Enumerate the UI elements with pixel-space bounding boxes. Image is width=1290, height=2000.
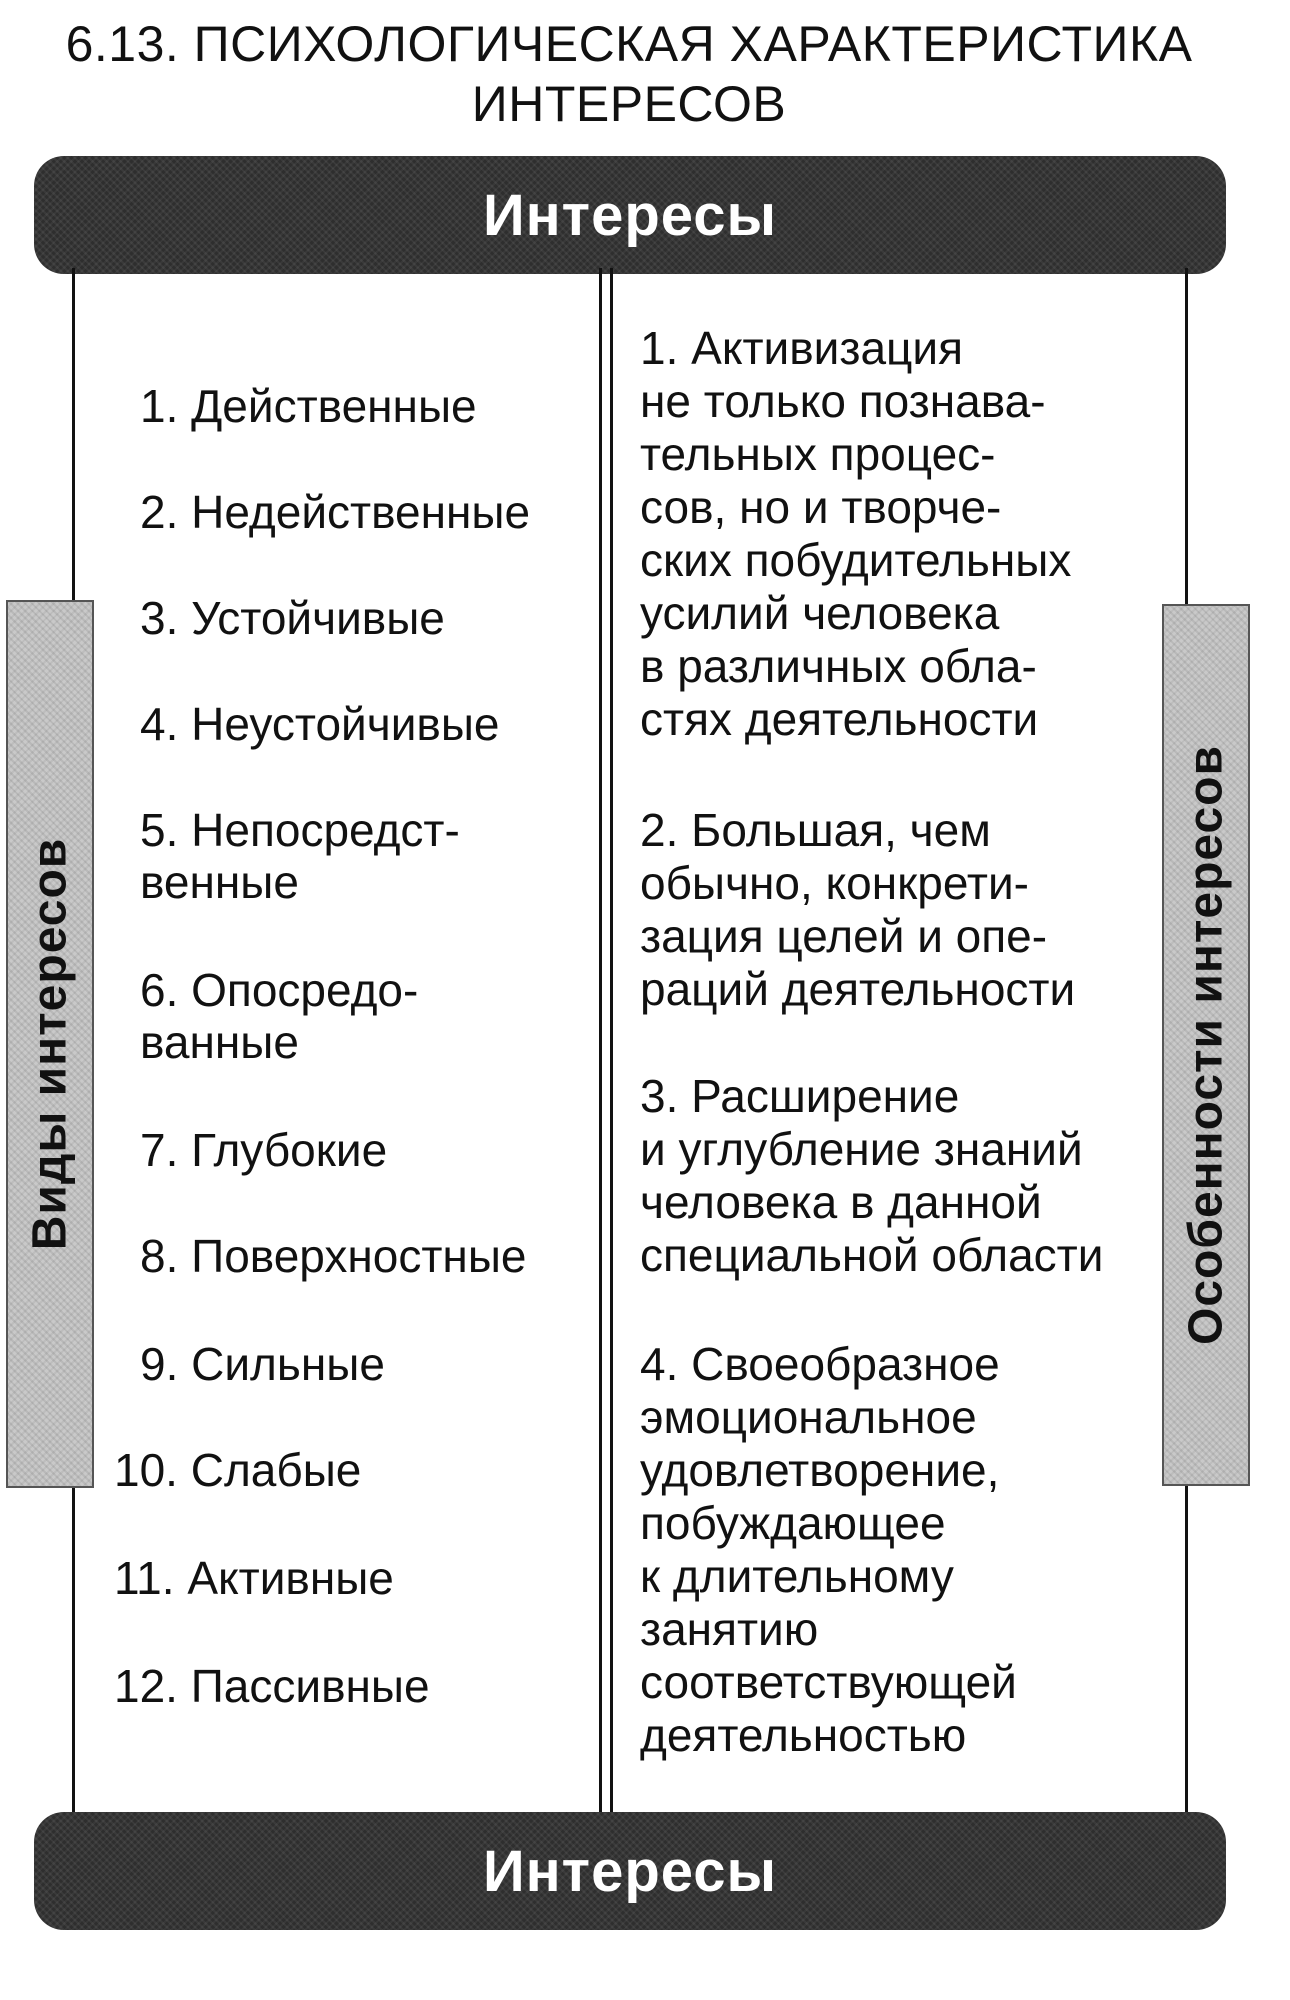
type-item-line: 6. Опосредо- [140,964,419,1016]
feature-item-line: соответствующей [640,1656,1017,1708]
type-item: 7. Глубокие [140,1124,387,1176]
interests-banner-bottom: Интересы [34,1812,1226,1930]
feature-item-line: 1. Активизация [640,322,963,374]
feature-item-line: 2. Большая, чем [640,804,991,856]
type-item-line: 3. Устойчивые [140,592,445,644]
feature-item-line: раций деятельности [640,963,1076,1015]
type-item: 4. Неустойчивые [140,698,500,750]
feature-item-line: занятию [640,1603,819,1655]
interest-features-label-box: Особенности интересов [1162,604,1250,1486]
banner-bottom-label: Интересы [482,1838,778,1904]
feature-item-line: не только познава- [640,375,1046,427]
feature-item: 4. Своеобразное эмоциональное удовлетвор… [640,1338,1017,1762]
type-item-line: 7. Глубокие [140,1124,388,1176]
feature-item-line: специальной области [640,1229,1104,1281]
page-title-line-1: 6.13. ПСИХОЛОГИЧЕСКАЯ ХАРАКТЕРИСТИКА [65,16,1193,72]
type-item: 9. Сильные [140,1338,385,1390]
interests-banner-top: Интересы [34,156,1226,274]
type-item: 2. Недейственные [140,486,530,538]
feature-item-line: человека в данной [640,1176,1042,1228]
page-title: 6.13. ПСИХОЛОГИЧЕСКАЯ ХАРАКТЕРИСТИКА ИНТ… [0,14,1258,134]
type-item-line: 8. Поверхностные [140,1230,527,1282]
type-item: 6. Опосредо- ванные [140,964,418,1068]
type-item-line: 5. Непосредст- [140,804,460,856]
type-item-line: 1. Действенные [140,380,477,432]
type-item: 11. Активные [114,1552,394,1604]
type-item-line: 9. Сильные [140,1338,385,1390]
column-divider-right-line [610,268,613,1816]
feature-item-line: 3. Расширение [640,1070,960,1122]
type-item: 5. Непосредст- венные [140,804,460,908]
feature-item-line: тельных процес- [640,428,996,480]
type-item: 10. Слабые [114,1444,361,1496]
feature-item-line: в различных обла- [640,640,1037,692]
type-item-line: 10. Слабые [114,1444,362,1496]
type-item-line: венные [140,856,299,908]
feature-item-line: эмоциональное [640,1391,977,1443]
feature-item-line: к длительному [640,1550,954,1602]
type-item-line: 12. Пассивные [114,1660,430,1712]
page-title-line-2: ИНТЕРЕСОВ [471,76,787,132]
type-item: 3. Устойчивые [140,592,445,644]
feature-item-line: 4. Своеобразное [640,1338,1000,1390]
feature-item: 3. Расширение и углубление знаний челове… [640,1070,1103,1282]
type-item-line: 11. Активные [114,1552,394,1604]
type-item-line: 4. Неустойчивые [140,698,500,750]
feature-item: 1. Активизация не только познава- тельны… [640,322,1071,746]
interest-features-label: Особенности интересов [1179,744,1233,1346]
column-divider-left-line [599,268,602,1816]
feature-item-line: и углубление знаний [640,1123,1083,1175]
feature-item-line: зация целей и опе- [640,910,1048,962]
feature-item: 2. Большая, чем обычно, конкрети- зация … [640,804,1075,1016]
feature-item-line: ских побудительных [640,534,1072,586]
feature-item-line: стях деятельности [640,693,1039,745]
types-of-interests-label: Виды интересов [23,837,77,1251]
feature-item-line: удовлетворение, [640,1444,1000,1496]
feature-item-line: обычно, конкрети- [640,857,1029,909]
type-item-line: 2. Недейственные [140,486,531,538]
type-item: 12. Пассивные [114,1660,430,1712]
type-item: 8. Поверхностные [140,1230,526,1282]
type-item-line: ванные [140,1016,299,1068]
feature-item-line: сов, но и творче- [640,481,1002,533]
types-of-interests-label-box: Виды интересов [6,600,94,1488]
feature-item-line: деятельностью [640,1709,967,1761]
feature-item-line: усилий человека [640,587,1000,639]
banner-top-label: Интересы [482,182,778,248]
feature-item-line: побуждающее [640,1497,946,1549]
type-item: 1. Действенные [140,380,477,432]
